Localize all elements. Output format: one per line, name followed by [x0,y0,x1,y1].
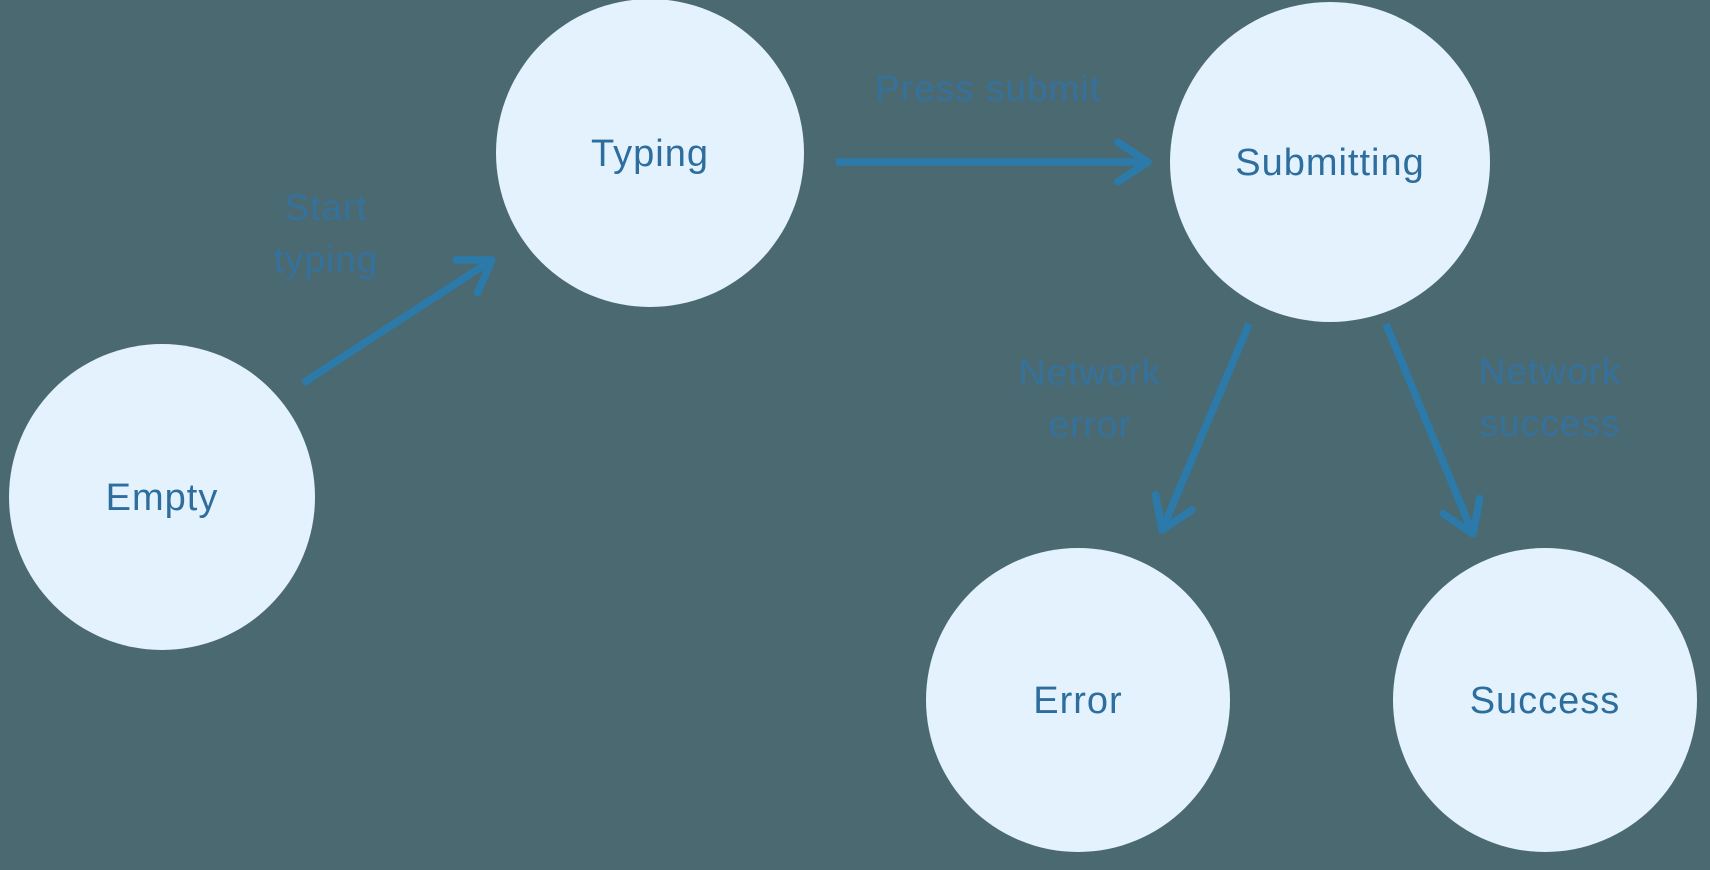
state-node-submitting [1170,2,1490,322]
transition-typing-submitting-label: Press submit [875,68,1101,109]
state-node-label-success: Success [1470,680,1621,722]
transition-submitting-error-label: error [1048,404,1131,445]
transition-submitting-success-arrow-line [1382,322,1476,534]
state-node-typing [496,0,804,307]
transition-submitting-success-label: Network [1479,351,1622,392]
transition-empty-typing-label: typing [274,239,379,280]
transition-submitting-error-label: Network [1019,352,1162,393]
state-node-label-typing: Typing [591,133,709,175]
state-node-error [926,548,1230,852]
transition-empty-typing-label: Start [284,187,367,228]
transition-submitting-error-arrow-line [1159,322,1253,530]
transition-empty-typing-arrowhead-icon [452,256,496,297]
transition-submitting-success-label: success [1480,403,1621,444]
transition-submitting-error-arrowhead-icon [1151,490,1196,534]
transition-typing-submitting-arrowhead-icon [1114,138,1152,186]
state-node-label-empty: Empty [106,477,219,519]
state-node-empty [9,344,315,650]
state-node-label-submitting: Submitting [1235,142,1425,184]
transition-submitting-success-arrowhead-icon [1439,494,1484,538]
state-node-success [1393,548,1697,852]
transition-empty-typing-arrow-line [300,257,493,387]
state-node-label-error: Error [1033,680,1122,722]
